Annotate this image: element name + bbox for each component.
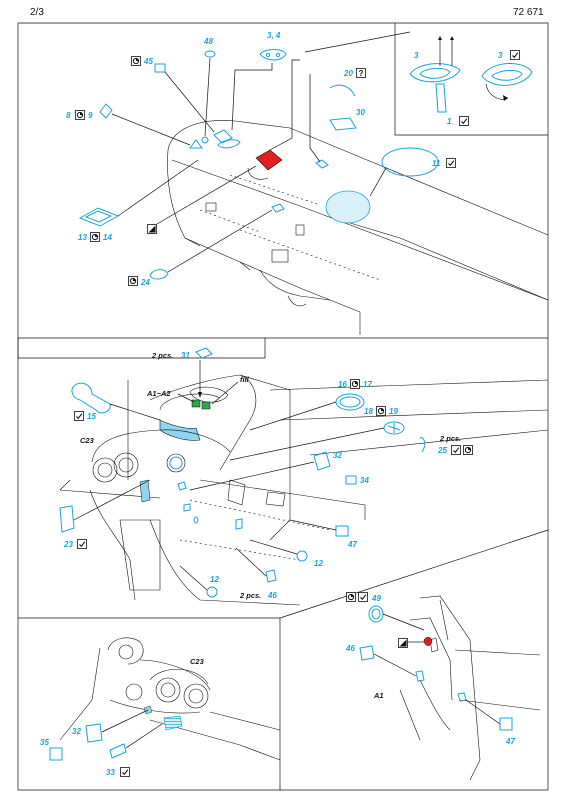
label-24: 24 (140, 278, 150, 287)
label-30: 30 (356, 108, 365, 117)
set-code: 72 671 (513, 7, 544, 18)
panel1-inset-frame (394, 23, 548, 136)
red-part-panel4 (423, 637, 433, 646)
label-47-p4: 47 (505, 737, 515, 746)
label-8: 8 (66, 111, 71, 120)
label-14: 14 (103, 233, 112, 242)
nose-side-outline (167, 149, 361, 313)
label-a1-a2: A1~A2 (146, 389, 171, 398)
label-3a: 3 (414, 51, 419, 60)
label-12a: 12 (210, 575, 219, 584)
label-3b: 3 (498, 51, 503, 60)
label-35: 35 (40, 738, 49, 747)
label-11: 11 (432, 159, 441, 168)
label-23: 23 (63, 540, 73, 549)
nose-top-outline (167, 120, 549, 236)
label-fill: fill (240, 375, 250, 384)
panel1-parts: 45 48 3, 4 20 30 8 9 11 (66, 31, 533, 287)
label-15: 15 (87, 412, 96, 421)
label-9: 9 (88, 111, 93, 120)
panel1-frame (17, 22, 549, 359)
label-a1: A1 (373, 691, 384, 700)
label-25: 25 (437, 446, 447, 455)
red-part-removed (255, 149, 283, 171)
panel3-frame (17, 617, 281, 791)
panel2-parts: 2 pcs. 31 A1~A2 fill 15 C23 16 17 18 19 … (59, 347, 473, 600)
label-49: 49 (371, 594, 381, 603)
panel2-left-edge (17, 337, 265, 618)
green-part-31 (191, 399, 201, 408)
sheet-page-number: 2/3 (30, 7, 44, 18)
panel2-drawing (59, 374, 549, 606)
qty-46: 2 pcs. (239, 591, 261, 600)
qty-31: 2 pcs. (151, 351, 173, 360)
panel3-parts: C23 32 35 33 (40, 657, 205, 777)
panel1-inset-link (304, 31, 411, 53)
label-47-p2: 47 (347, 540, 357, 549)
nose-spine-line (171, 159, 549, 301)
label-34: 34 (360, 476, 369, 485)
panel4-frame (279, 529, 549, 791)
label-1: 1 (447, 117, 452, 126)
label-19: 19 (389, 407, 398, 416)
dome-part-11 (381, 147, 439, 177)
label-17: 17 (363, 380, 372, 389)
panel4-drawing (399, 595, 541, 781)
label-c23-p3: C23 (190, 657, 205, 666)
qty-25: 2 pcs. (439, 434, 461, 443)
label-16: 16 (338, 380, 347, 389)
label-13: 13 (78, 233, 87, 242)
panel1-drawing (167, 120, 549, 335)
label-31: 31 (181, 351, 190, 360)
label-3-4: 3, 4 (267, 31, 281, 40)
label-33: 33 (106, 768, 115, 777)
label-12b: 12 (314, 559, 323, 568)
label-45: 45 (143, 57, 153, 66)
label-18: 18 (364, 407, 373, 416)
label-46-p2: 46 (267, 591, 277, 600)
label-32: 32 (333, 451, 342, 460)
label-20: 20 (343, 69, 353, 78)
label-c23-p2: C23 (80, 436, 95, 445)
label-48: 48 (203, 37, 213, 46)
panel3-drawing (59, 637, 281, 761)
panel-frames (17, 22, 549, 791)
label-46-p4: 46 (345, 644, 355, 653)
panel4-parts: 49 46 A1 47 (345, 592, 515, 746)
label-32-p3: 32 (72, 727, 81, 736)
dome-part-11-fitted (325, 190, 371, 224)
